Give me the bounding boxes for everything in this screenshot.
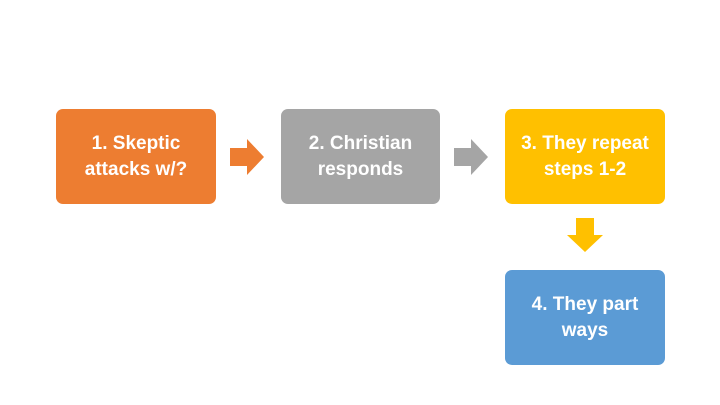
step-3-box: 3. They repeat steps 1-2 [505,109,665,204]
step-3-label: 3. They repeat steps 1-2 [521,132,649,180]
step-2-label: 2. Christian responds [308,132,413,180]
step-2-box: 2. Christian responds [281,109,440,204]
step-1-box: 1. Skeptic attacks w/? [56,109,216,204]
arrow-2-shape [454,139,488,175]
step-1-label: 1. Skeptic attacks w/? [84,132,188,180]
arrow-3-shape [567,218,603,252]
arrow-down-icon [567,218,603,252]
step-4-box: 4. They part ways [505,270,665,365]
arrow-right-icon [454,139,488,175]
arrow-1-shape [230,139,264,175]
arrow-right-icon [230,139,264,175]
step-4-label: 4. They part ways [531,293,639,341]
